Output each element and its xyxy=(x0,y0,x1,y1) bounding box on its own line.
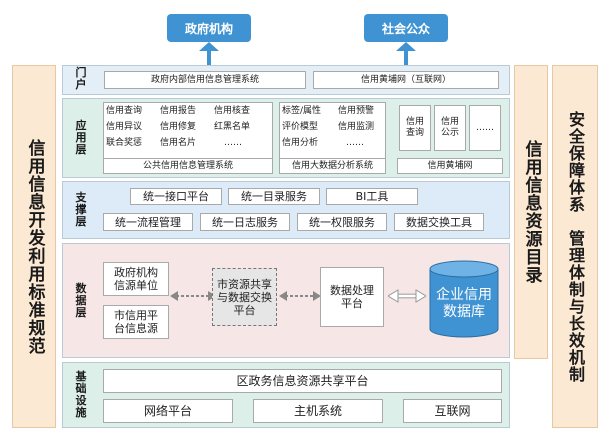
data-label: 数据层 xyxy=(75,281,87,319)
government-agencies-node: 政府机构 xyxy=(167,14,251,42)
government-source-units: 政府机构信源单位 xyxy=(103,262,169,296)
app-cell: 红黑名单 xyxy=(214,122,251,132)
website-publicity: 信用公示 xyxy=(434,105,466,151)
application-label: 应用层 xyxy=(75,119,87,156)
arrow-up-icon xyxy=(199,42,219,51)
app-cell: 信用分析 xyxy=(282,138,319,148)
infrastructure-label: 基础设施 xyxy=(75,370,87,419)
double-arrow-icon xyxy=(388,289,426,303)
public-node: 社会公众 xyxy=(364,14,448,42)
app-cell: 评价模型 xyxy=(282,122,319,132)
portal-website: 信用黄埔网（互联网） xyxy=(313,71,499,89)
unified-catalog-service: 统一目录服务 xyxy=(228,188,320,205)
host-system: 主机系统 xyxy=(253,399,383,423)
app-cell: …… xyxy=(346,138,364,148)
website-more: …… xyxy=(469,105,501,151)
portal-label: 门户 xyxy=(75,66,87,91)
bigdata-system-title: 信用大数据分析系统 xyxy=(279,158,386,174)
arrow-up-icon xyxy=(207,51,211,65)
security-sidebar: 安全保障体系 管理体制与长效机制 xyxy=(552,65,598,428)
app-cell: 信用预警 xyxy=(338,106,375,116)
unified-interface-platform: 统一接口平台 xyxy=(130,188,222,205)
arrow-up-icon xyxy=(404,51,408,65)
app-cell: 联合奖惩 xyxy=(106,138,143,148)
app-cell: 信用修复 xyxy=(160,122,197,132)
support-label: 支撑层 xyxy=(75,191,87,228)
double-arrow-icon xyxy=(170,291,216,301)
public-credit-system-title: 公共信用信息管理系统 xyxy=(103,158,273,174)
website-title: 信用黄埔网 xyxy=(397,158,503,174)
standards-sidebar: 信用信息开发利用标准规范 xyxy=(12,65,56,428)
city-credit-platform-source: 市信用平台信息源 xyxy=(103,305,169,339)
arrow-up-icon xyxy=(396,42,416,51)
district-sharing-platform: 区政务信息资源共享平台 xyxy=(103,369,502,393)
city-resource-exchange-platform: 市资源共享与数据交换平台 xyxy=(212,268,277,326)
app-cell: 标签/属性 xyxy=(282,106,322,116)
unified-process-management: 统一流程管理 xyxy=(103,213,193,231)
website-query: 信用查询 xyxy=(399,105,431,151)
unified-permission-service: 统一权限服务 xyxy=(297,213,387,231)
data-exchange-tool: 数据交换工具 xyxy=(394,213,484,231)
network-platform: 网络平台 xyxy=(103,399,233,423)
app-cell: 信用报告 xyxy=(160,106,197,116)
bi-tool: BI工具 xyxy=(326,188,418,205)
app-cell: 信用查询 xyxy=(106,106,143,116)
double-arrow-icon xyxy=(279,291,321,301)
app-cell: …… xyxy=(224,138,242,148)
app-cell: 信用异议 xyxy=(106,122,143,132)
app-cell: 信用监测 xyxy=(338,122,375,132)
enterprise-credit-database: 企业信用数据库 xyxy=(436,287,492,320)
data-processing-platform: 数据处理平台 xyxy=(320,267,384,327)
internet: 互联网 xyxy=(403,399,502,423)
portal-internal-system: 政府内部信用信息管理系统 xyxy=(104,71,306,89)
unified-log-service: 统一日志服务 xyxy=(200,213,290,231)
database-icon xyxy=(429,260,499,338)
resource-catalog-sidebar: 信用信息资源目录 xyxy=(514,65,548,359)
app-cell: 信用核查 xyxy=(214,106,251,116)
app-cell: 信用名片 xyxy=(160,138,197,148)
